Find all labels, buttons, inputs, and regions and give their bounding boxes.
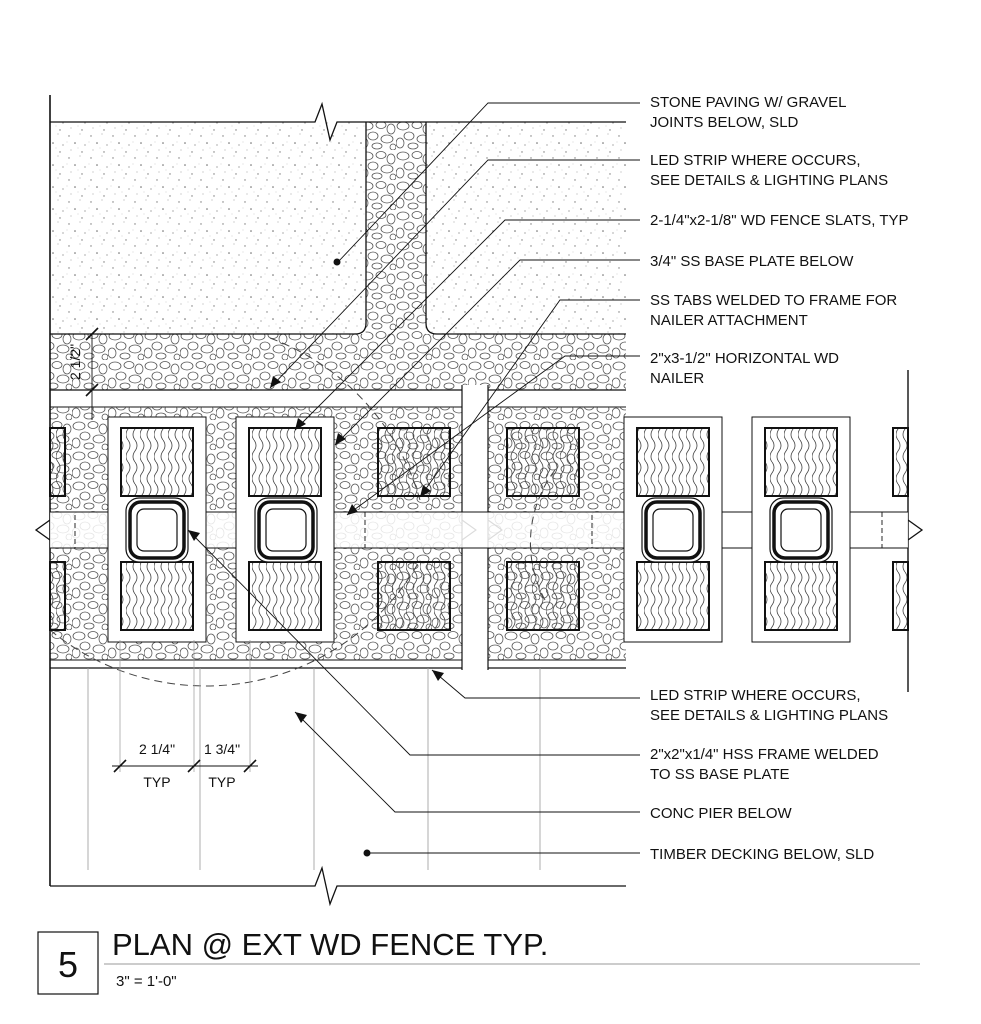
hss-frame-wall <box>257 500 315 560</box>
wood-fence-slat <box>506 561 580 631</box>
timber-decking <box>50 668 626 907</box>
detail-title: PLAN @ EXT WD FENCE TYP. <box>112 927 548 962</box>
detail-number: 5 <box>58 944 78 985</box>
wood-fence-slat <box>892 561 909 631</box>
wood-fence-slat <box>49 561 66 631</box>
wood-fence-slat <box>892 427 909 497</box>
wood-fence-slat <box>764 561 838 631</box>
callout-notes: STONE PAVING W/ GRAVEL JOINTS BELOW, SLD… <box>650 94 909 863</box>
dim-slat-spacing: 1 3/4" <box>204 741 240 757</box>
hss-frame-wall <box>772 500 830 560</box>
note-timber-decking: TIMBER DECKING BELOW, SLD <box>650 846 874 863</box>
note-led-strip-bottom: LED STRIP WHERE OCCURS, SEE DETAILS & LI… <box>650 687 888 724</box>
leaders <box>187 102 640 854</box>
note-hss-frame: 2"x2"x1/4" HSS FRAME WELDED TO SS BASE P… <box>650 746 883 783</box>
hss-frame-inner <box>136 508 178 552</box>
dim-gap-vertical: 2 1/2" <box>67 344 83 380</box>
note-ss-tabs: SS TABS WELDED TO FRAME FOR NAILER ATTAC… <box>650 292 901 329</box>
note-base-plate: 3/4" SS BASE PLATE BELOW <box>650 253 854 270</box>
fence-slats <box>49 427 909 631</box>
note-led-strip-top: LED STRIP WHERE OCCURS, SEE DETAILS & LI… <box>650 152 888 189</box>
dim-typ-1: TYP <box>143 774 170 790</box>
dimension-lines: 2 1/2" 2 1/4" 1 3/4" TYP TYP <box>67 327 258 790</box>
wood-fence-slat <box>636 561 710 631</box>
wood-fence-slat <box>120 561 194 631</box>
wood-fence-slat <box>506 427 580 497</box>
dim-typ-2: TYP <box>208 774 235 790</box>
hss-frame-inner <box>652 508 694 552</box>
wood-fence-slat <box>248 561 322 631</box>
wood-fence-slat <box>120 427 194 497</box>
note-conc-pier: CONC PIER BELOW <box>650 805 793 822</box>
hss-frame-inner <box>780 508 822 552</box>
hss-frame-wall <box>128 500 186 560</box>
paving-field <box>50 101 626 408</box>
hss-frame-inner <box>265 508 307 552</box>
wood-fence-slat <box>377 561 451 631</box>
wood-fence-slat <box>764 427 838 497</box>
detail-scale: 3" = 1'-0" <box>116 973 177 990</box>
detail-number-box <box>37 931 99 995</box>
wood-fence-slat <box>49 427 66 497</box>
note-nailer: 2"x3-1/2" HORIZONTAL WD NAILER <box>650 350 843 387</box>
title-block: 5 PLAN @ EXT WD FENCE TYP. 3" = 1'-0" <box>37 927 920 995</box>
leader-arrowheads <box>188 376 444 723</box>
note-fence-slats: 2-1/4"x2-1/8" WD FENCE SLATS, TYP <box>650 212 909 229</box>
hss-frame-wall <box>644 500 702 560</box>
wood-fence-slat <box>636 427 710 497</box>
dim-slat-width: 2 1/4" <box>139 741 175 757</box>
wood-fence-slat <box>248 427 322 497</box>
wood-fence-slat <box>377 427 451 497</box>
note-stone-paving: STONE PAVING W/ GRAVEL JOINTS BELOW, SLD <box>650 94 850 131</box>
